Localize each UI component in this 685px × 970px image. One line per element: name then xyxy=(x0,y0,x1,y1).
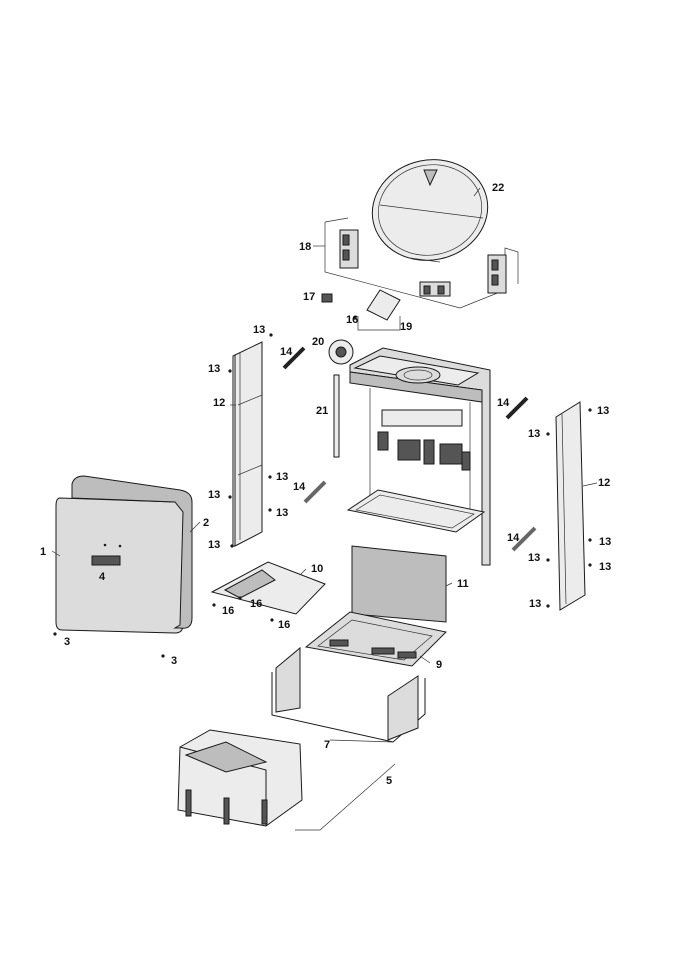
part-7-casing xyxy=(271,646,426,743)
callout-14-a: 14 xyxy=(280,346,293,358)
callout-1: 1 xyxy=(40,546,46,558)
callout-13-c: 13 xyxy=(597,405,609,417)
part-19-bracket xyxy=(357,289,401,331)
part-17-clip xyxy=(321,293,333,303)
main-chassis xyxy=(346,347,491,566)
part-22-expansion-vessel xyxy=(371,159,489,263)
callout-labels: 22 18 17 16 19 13 20 14 13 12 21 14 13 1… xyxy=(40,182,611,787)
callout-16-d: 16 xyxy=(278,619,290,631)
callout-12-right: 12 xyxy=(598,477,610,489)
callout-13-k: 13 xyxy=(599,561,611,573)
callout-13-e: 13 xyxy=(276,471,288,483)
callout-16-c: 16 xyxy=(222,605,234,617)
callout-3-a: 3 xyxy=(64,636,70,648)
part-11-panel xyxy=(351,545,447,623)
callout-11: 11 xyxy=(457,578,469,590)
leader-lines xyxy=(51,187,598,743)
callout-5: 5 xyxy=(386,775,392,787)
callout-16-b: 16 xyxy=(250,598,262,610)
part-1-front-panel xyxy=(55,497,184,634)
callout-20: 20 xyxy=(312,336,324,348)
part-9-bottom-tray xyxy=(304,611,448,667)
callout-13-i: 13 xyxy=(208,539,220,551)
callout-10: 10 xyxy=(311,563,323,575)
callout-4: 4 xyxy=(99,571,106,583)
callout-13-f: 13 xyxy=(208,489,220,501)
part-14-seal-strips xyxy=(282,346,537,552)
callout-12-left: 12 xyxy=(213,397,225,409)
callout-22: 22 xyxy=(492,182,504,194)
part-2-frame-seal xyxy=(71,475,193,629)
callout-19: 19 xyxy=(400,321,412,333)
screws xyxy=(53,316,592,658)
callout-13-d: 13 xyxy=(528,428,540,440)
callout-13-b: 13 xyxy=(208,363,220,375)
callout-13-a: 13 xyxy=(253,324,265,336)
part-12-right-side-panel xyxy=(555,401,586,611)
callout-13-j: 13 xyxy=(528,552,540,564)
callout-2: 2 xyxy=(203,517,209,529)
callout-13-l: 13 xyxy=(529,598,541,610)
callout-17: 17 xyxy=(303,291,315,303)
callout-7: 7 xyxy=(324,739,330,751)
callout-21: 21 xyxy=(316,405,328,417)
part-5-front-casing xyxy=(177,729,396,831)
part-12-left-side-panel xyxy=(232,341,263,547)
part-10-plate xyxy=(210,561,326,615)
callout-9: 9 xyxy=(436,659,442,671)
callout-14-c: 14 xyxy=(293,481,306,493)
callout-14-b: 14 xyxy=(497,397,510,409)
callout-16-top: 16 xyxy=(346,314,358,326)
callout-13-g: 13 xyxy=(276,507,288,519)
callout-13-h: 13 xyxy=(599,536,611,548)
part-18-bracket-group xyxy=(324,217,519,309)
callout-3-b: 3 xyxy=(171,655,177,667)
part-20-fan xyxy=(328,339,354,365)
part-21-rod xyxy=(333,374,340,458)
callout-14-d: 14 xyxy=(507,532,520,544)
callout-18: 18 xyxy=(299,241,311,253)
